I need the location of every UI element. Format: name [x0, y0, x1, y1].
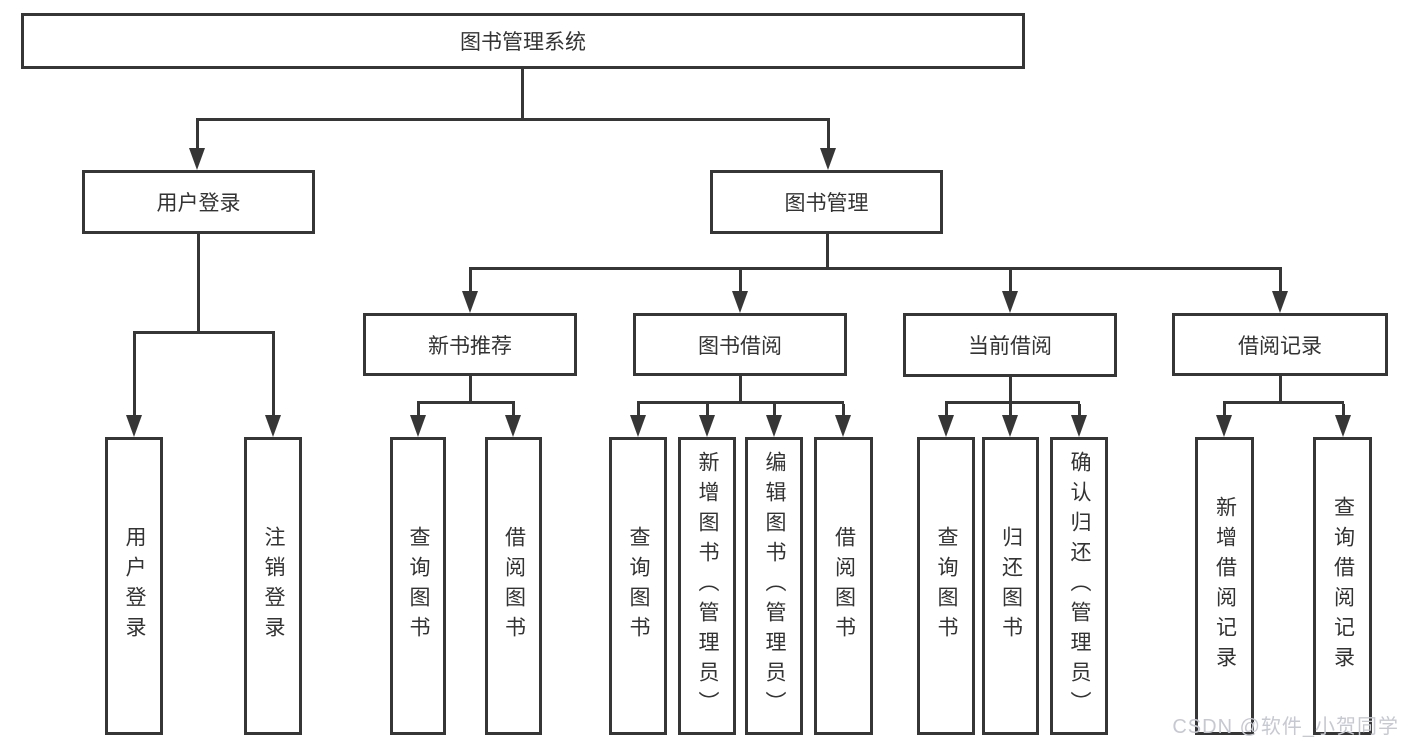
arrowhead-cb-return: [1002, 415, 1018, 437]
arrowhead-br-query: [1335, 415, 1351, 437]
arrowhead-book-borrow: [732, 291, 748, 313]
arrowhead-borrow-records: [1272, 291, 1288, 313]
arrowhead-current-borrow: [1002, 291, 1018, 313]
node-nb-query-books: 查询图书: [390, 437, 446, 735]
node-current-borrow: 当前借阅: [903, 313, 1117, 377]
connector-l2-drop-left: [196, 121, 199, 150]
connector-l3-drop-1: [469, 270, 472, 291]
arrowhead-bb-query: [630, 415, 646, 437]
node-bb-add-books-admin: 新增图书（管理员）: [678, 437, 736, 735]
connector-book-borrow-drop-2: [706, 404, 709, 415]
connector-l2-rail: [196, 118, 830, 121]
connector-borrow-records-rail: [1223, 401, 1344, 404]
arrowhead-bb-borrow: [835, 415, 851, 437]
arrowhead-user-login: [189, 148, 205, 170]
connector-user-login-drop-1: [133, 334, 136, 415]
node-bb-query-books: 查询图书: [609, 437, 667, 735]
node-root: 图书管理系统: [21, 13, 1025, 69]
arrowhead-book-mgmt: [820, 148, 836, 170]
connector-current-borrow-drop-2: [1009, 404, 1012, 415]
node-nb-borrow-books: 借阅图书: [485, 437, 542, 735]
connector-current-borrow-rail: [945, 401, 1080, 404]
connector-borrow-records-stem: [1279, 376, 1282, 403]
connector-new-books-drop-2: [512, 404, 515, 415]
arrowhead-new-books: [462, 291, 478, 313]
node-cb-confirm-return-admin: 确认归还（管理员）: [1050, 437, 1108, 735]
arrowhead-bb-edit: [766, 415, 782, 437]
connector-current-borrow-drop-1: [945, 404, 948, 415]
connector-user-login-rail: [133, 331, 275, 334]
node-book-mgmt: 图书管理: [710, 170, 943, 234]
node-br-query-record: 查询借阅记录: [1313, 437, 1372, 735]
connector-book-borrow-drop-3: [773, 404, 776, 415]
connector-l2-drop-right: [827, 121, 830, 150]
arrowhead-logout-leaf: [265, 415, 281, 437]
node-bb-edit-books-admin: 编辑图书（管理员）: [745, 437, 803, 735]
connector-root-stem: [521, 68, 524, 120]
arrowhead-br-add: [1216, 415, 1232, 437]
node-cb-query-books: 查询图书: [917, 437, 975, 735]
arrowhead-cb-confirm: [1071, 415, 1087, 437]
connector-user-login-stem: [197, 234, 200, 333]
arrowhead-nb-borrow: [505, 415, 521, 437]
node-borrow-records: 借阅记录: [1172, 313, 1388, 376]
node-leaf-user-login: 用户登录: [105, 437, 163, 735]
connector-l3-drop-2: [739, 270, 742, 291]
connector-current-borrow-stem: [1009, 377, 1012, 403]
node-br-add-record: 新增借阅记录: [1195, 437, 1254, 735]
node-new-books: 新书推荐: [363, 313, 577, 376]
arrowhead-bb-add: [699, 415, 715, 437]
connector-l3-drop-3: [1009, 270, 1012, 291]
node-book-borrow: 图书借阅: [633, 313, 847, 376]
connector-book-borrow-drop-1: [637, 404, 640, 415]
connector-new-books-drop-1: [417, 404, 420, 415]
arrowhead-nb-query: [410, 415, 426, 437]
connector-user-login-drop-2: [272, 334, 275, 415]
connector-l3-rail: [469, 267, 1282, 270]
csdn-watermark: CSDN @软件_小贺同学: [1172, 716, 1399, 738]
connector-book-mgmt-stem: [826, 234, 829, 269]
arrowhead-login-leaf: [126, 415, 142, 437]
arrowhead-cb-query: [938, 415, 954, 437]
connector-book-borrow-stem: [739, 376, 742, 403]
node-cb-return-books: 归还图书: [982, 437, 1039, 735]
connector-l3-drop-4: [1279, 270, 1282, 291]
connector-borrow-records-drop-1: [1223, 404, 1226, 415]
connector-new-books-stem: [469, 376, 472, 403]
connector-book-borrow-rail: [637, 401, 844, 404]
connector-book-borrow-drop-4: [842, 404, 845, 415]
node-user-login: 用户登录: [82, 170, 315, 234]
node-leaf-logout: 注销登录: [244, 437, 302, 735]
connector-borrow-records-drop-2: [1342, 404, 1345, 415]
connector-current-borrow-drop-3: [1078, 404, 1081, 415]
node-bb-borrow-books: 借阅图书: [814, 437, 873, 735]
connector-new-books-rail: [417, 401, 515, 404]
